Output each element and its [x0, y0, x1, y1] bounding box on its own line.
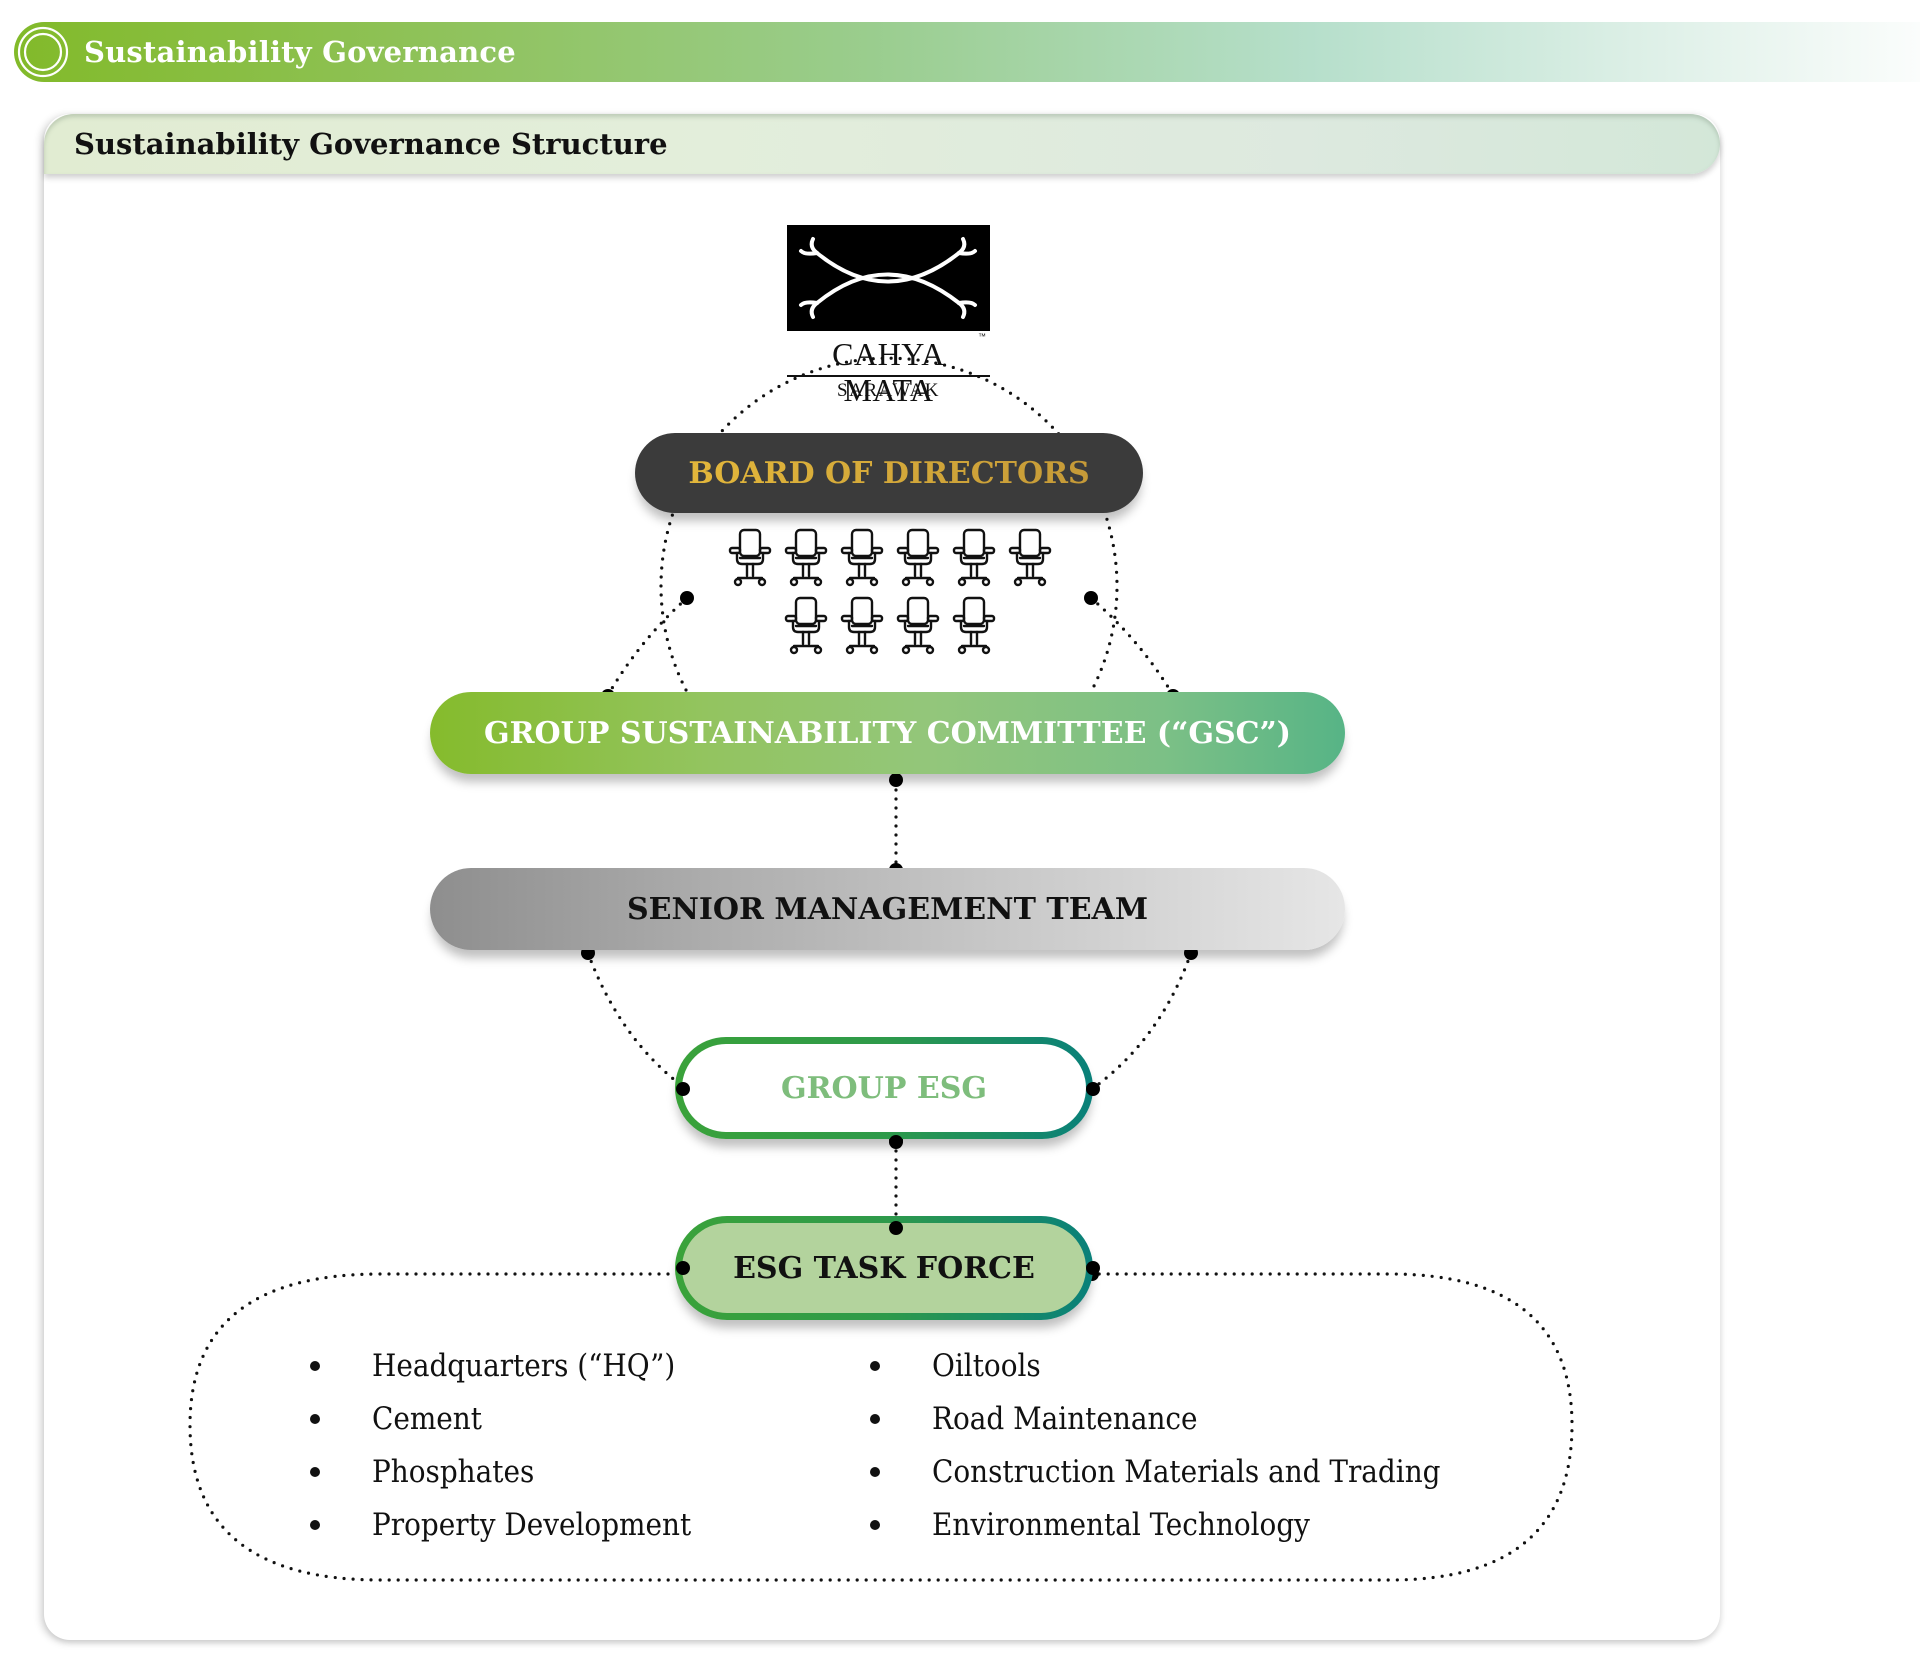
node-dot	[680, 591, 694, 605]
node-dot	[1084, 591, 1098, 605]
list-item: Environmental Technology	[870, 1499, 1441, 1552]
bullet-icon	[870, 1467, 880, 1477]
list-item: Property Development	[310, 1499, 691, 1552]
bullet-icon	[870, 1414, 880, 1424]
header-bar: Sustainability Governance	[14, 22, 1920, 82]
task-force-boundary	[188, 1272, 1574, 1582]
logo-divider	[787, 375, 990, 377]
list-item: Headquarters (“HQ”)	[310, 1340, 691, 1393]
esg-task-force-inner: ESG TASK FORCE	[682, 1223, 1086, 1313]
office-chair-icon	[784, 596, 828, 656]
task-force-units-left: Headquarters (“HQ”) Cement Phosphates Pr…	[310, 1340, 691, 1552]
bullet-icon	[310, 1414, 320, 1424]
board-to-gsc-right	[1089, 596, 1175, 697]
company-logo	[787, 225, 990, 331]
office-chair-icon	[896, 596, 940, 656]
board-label: BOARD OF DIRECTORS	[688, 455, 1090, 491]
list-item: Cement	[310, 1393, 691, 1446]
logo-subtitle: SARAWAK	[837, 380, 940, 401]
logo-trademark: ™	[978, 332, 986, 341]
gsc-node: GROUP SUSTAINABILITY COMMITTEE (“GSC”)	[430, 692, 1345, 774]
list-item: Road Maintenance	[870, 1393, 1441, 1446]
board-of-directors-node: BOARD OF DIRECTORS	[635, 433, 1143, 513]
senior-management-node: SENIOR MANAGEMENT TEAM	[430, 868, 1345, 950]
concentric-circle-icon	[17, 26, 69, 78]
office-chair-icon	[728, 528, 772, 588]
section-title: Sustainability Governance Structure	[74, 127, 668, 161]
bullet-icon	[310, 1520, 320, 1530]
group-esg-label: GROUP ESG	[780, 1070, 987, 1106]
esg-task-force-label: ESG TASK FORCE	[733, 1250, 1035, 1286]
bullet-icon	[870, 1361, 880, 1371]
smt-to-gesg-right	[1090, 951, 1193, 1091]
group-esg-node: GROUP ESG	[675, 1037, 1093, 1139]
office-chair-icon	[784, 528, 828, 588]
logo-wordmark: CAHYA MATA	[832, 336, 945, 408]
board-circle-connector	[659, 356, 1119, 692]
section-title-bar: Sustainability Governance Structure	[44, 114, 1720, 174]
node-dot	[889, 773, 903, 787]
list-item: Oiltools	[870, 1340, 1441, 1393]
office-chair-icon	[952, 528, 996, 588]
board-to-gsc-left	[606, 596, 689, 697]
crossed-trident-emblem-icon	[799, 237, 977, 319]
bullet-icon	[870, 1520, 880, 1530]
list-item: Construction Materials and Trading	[870, 1446, 1441, 1499]
list-item: Phosphates	[310, 1446, 691, 1499]
group-esg-inner: GROUP ESG	[682, 1044, 1086, 1132]
esg-task-force-node: ESG TASK FORCE	[675, 1216, 1093, 1320]
office-chair-icon	[952, 596, 996, 656]
bullet-icon	[310, 1467, 320, 1477]
bullet-icon	[310, 1361, 320, 1371]
page-title: Sustainability Governance	[84, 35, 516, 69]
office-chair-icon	[896, 528, 940, 588]
office-chair-icon	[1008, 528, 1052, 588]
smt-to-gesg-left	[586, 951, 688, 1091]
task-force-units-right: Oiltools Road Maintenance Construction M…	[870, 1340, 1441, 1552]
gsc-label: GROUP SUSTAINABILITY COMMITTEE (“GSC”)	[483, 715, 1291, 751]
office-chair-icon	[840, 596, 884, 656]
smt-label: SENIOR MANAGEMENT TEAM	[626, 891, 1149, 927]
office-chair-icon	[840, 528, 884, 588]
